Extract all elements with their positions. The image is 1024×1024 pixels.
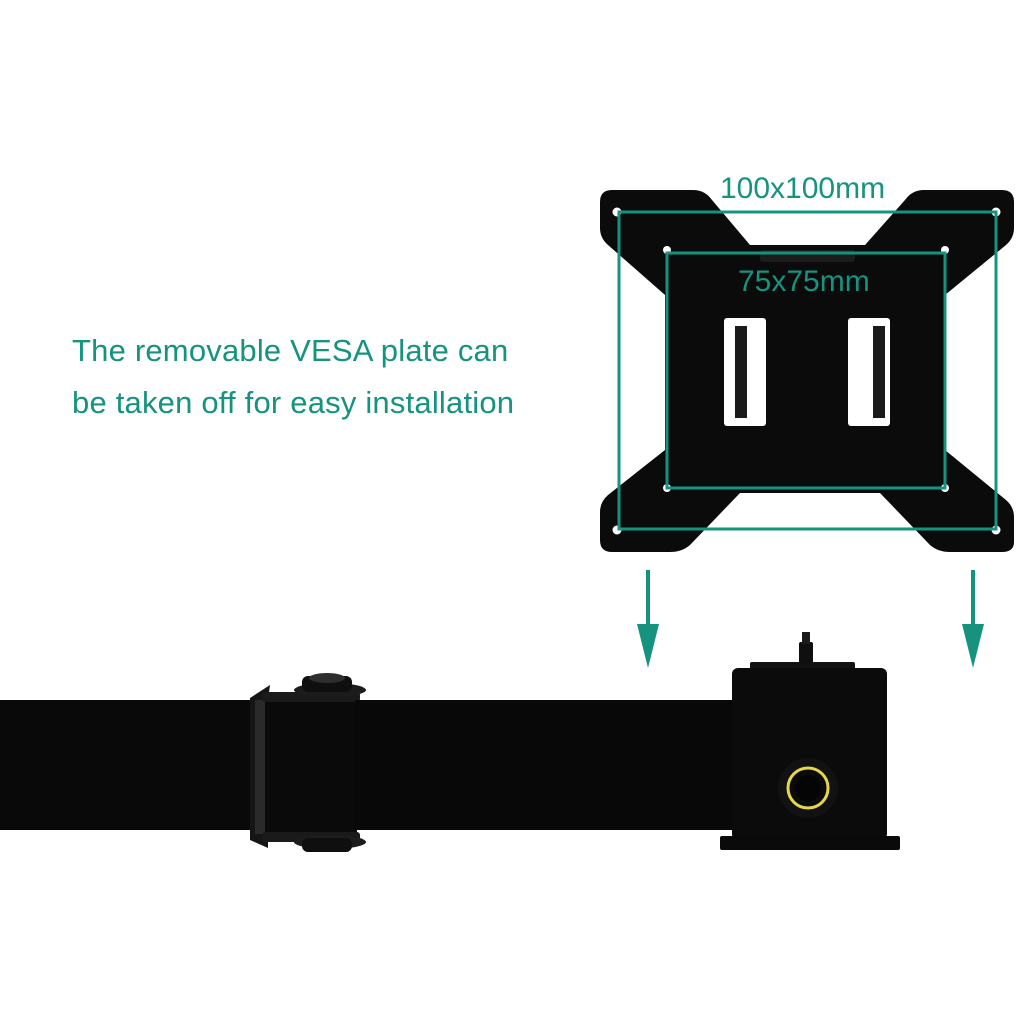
outer-dimension-box	[617, 210, 998, 531]
vesa-plate	[600, 190, 1014, 552]
arrow-down-icon	[962, 570, 984, 668]
outer-dimension-label: 100x100mm	[720, 172, 886, 205]
caption: The removable VESA plate can be taken of…	[72, 325, 592, 429]
inner-dimension-box	[665, 251, 947, 490]
monitor-arm	[0, 632, 900, 852]
inner-dimension-label: 75x75mm	[738, 265, 870, 298]
arrow-down-icon	[637, 570, 659, 668]
caption-line-2: be taken off for easy installation	[72, 385, 515, 420]
caption-line-1: The removable VESA plate can	[72, 333, 509, 368]
